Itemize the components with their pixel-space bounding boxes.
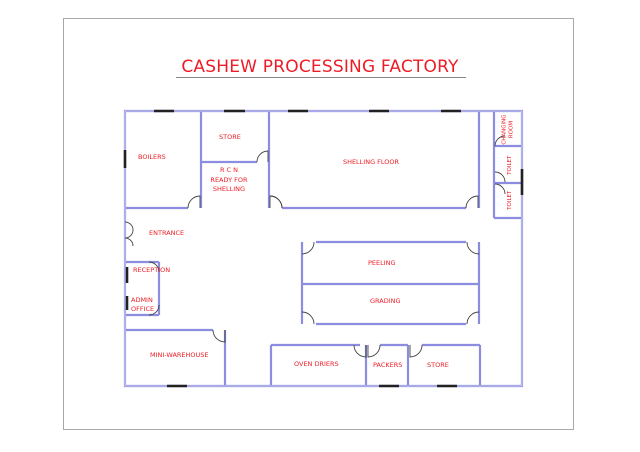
room-label-toilet-1: TOILET: [506, 155, 513, 175]
door-toilet-2: [494, 183, 506, 195]
door-boilers: [187, 195, 201, 209]
room-label-shelling-floor: SHELLING FLOOR: [342, 158, 400, 166]
door-store: [256, 150, 269, 163]
door-warehouse: [212, 329, 226, 343]
door-changing: [494, 135, 506, 147]
door-toilet-1: [494, 171, 506, 183]
door-store-bottom: [409, 344, 423, 358]
door-entrance: [124, 221, 134, 247]
doors: [124, 135, 506, 358]
door-peeling-left: [301, 241, 315, 255]
door-shelling-left: [269, 195, 283, 209]
room-label-admin-1: ADMIN: [131, 296, 153, 304]
room-label-grading: GRADING: [370, 297, 401, 305]
drawing-frame: [63, 18, 574, 430]
room-label-peeling: PEELING: [368, 259, 396, 267]
door-reception: [148, 261, 160, 273]
room-label-rcn-2: READY FOR: [210, 176, 248, 184]
door-admin: [148, 304, 160, 316]
door-packers: [367, 344, 381, 358]
room-label-entrance: ENTRANCE: [149, 229, 185, 237]
room-label-changing-room: CHANGING ROOM: [502, 112, 515, 148]
door-peeling-right: [466, 241, 480, 255]
room-label-boilers: BOILERS: [138, 153, 166, 161]
windows: [123, 109, 524, 388]
title-underline: [176, 77, 466, 78]
room-label-rcn-3: SHELLING: [212, 185, 246, 193]
door-oven: [353, 344, 367, 358]
room-label-store-bottom: STORE: [427, 361, 449, 369]
changing-room-line2: ROOM: [508, 120, 514, 139]
plan-title: CASHEW PROCESSING FACTORY: [181, 57, 459, 77]
room-label-packers: PACKERS: [373, 361, 403, 369]
room-label-store-top: STORE: [219, 133, 241, 141]
walls: [123, 109, 524, 388]
room-label-admin-2: OFFICE: [131, 305, 155, 313]
room-label-mini-warehouse: MINI-WAREHOUSE: [150, 351, 209, 359]
room-label-reception: RECEPTION: [133, 266, 171, 274]
room-label-oven-driers: OVEN DRIERS: [294, 360, 339, 368]
door-grading-left: [301, 311, 315, 325]
door-shelling-right: [465, 195, 479, 209]
room-label-rcn-1: R C N: [219, 166, 239, 174]
room-label-toilet-2: TOILET: [506, 190, 513, 210]
door-grading-right: [466, 311, 480, 325]
changing-room-line1: CHANGING: [501, 114, 508, 145]
